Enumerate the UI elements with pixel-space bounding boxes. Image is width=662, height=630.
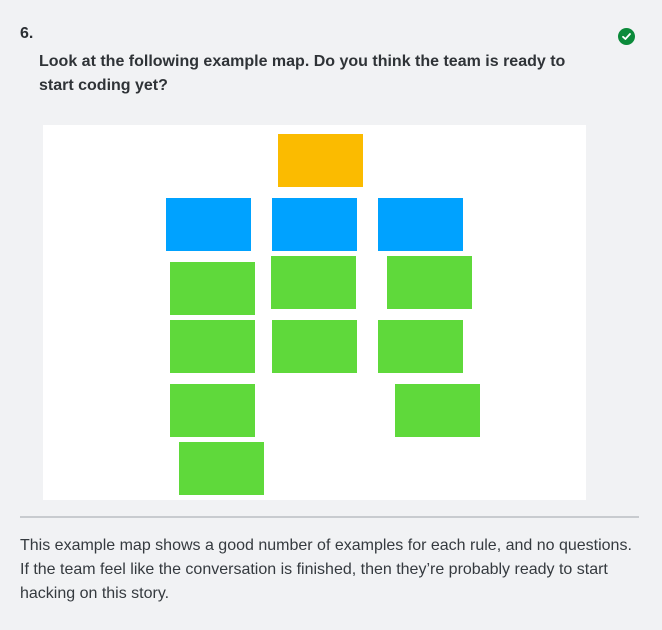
example-card-rule1-4 [179,442,264,495]
check-circle-icon [618,28,635,45]
example-card-rule1-2 [170,320,255,373]
question-text: Look at the following example map. Do yo… [39,53,566,94]
answer-explanation: This example map shows a good number of … [20,537,632,602]
story-card [278,134,363,187]
example-card-rule3-1 [387,256,472,309]
example-card-rule1-1 [170,262,255,315]
example-card-rule2-1 [271,256,356,309]
rule-card-3 [378,198,463,251]
checkmark-icon [622,33,631,40]
rule-card-1 [166,198,251,251]
question-number: 6. [20,25,34,42]
example-card-rule3-3 [395,384,480,437]
example-map-image [43,125,586,500]
rule-card-2 [272,198,357,251]
example-card-rule3-2 [378,320,463,373]
example-card-rule2-2 [272,320,357,373]
divider [20,516,639,518]
example-card-rule1-3 [170,384,255,437]
